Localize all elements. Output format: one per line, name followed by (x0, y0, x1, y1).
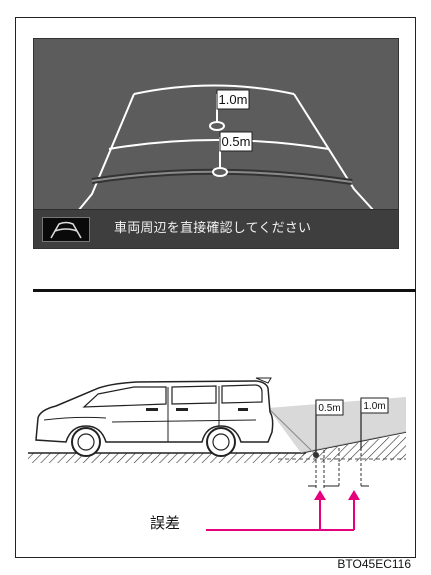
guide-line-far (133, 84, 295, 95)
guide-line-middle (108, 139, 330, 150)
near-marker-flag (219, 131, 253, 152)
error-arrows (206, 490, 360, 531)
parking-guide-lines-icon[interactable] (42, 217, 90, 242)
figure-code: BTO45EC116 (337, 557, 411, 571)
slope-hatch (301, 434, 406, 463)
far-marker-base (209, 121, 225, 131)
right-guide-line (293, 93, 375, 212)
left-guide-line (77, 93, 135, 212)
flag-near (315, 399, 344, 416)
minivan-side-view-icon (35, 377, 274, 457)
check-surroundings-warning: 車両周辺を直接確認してください (114, 221, 312, 236)
side-view-diagram: 0.5m 1.0m (16, 360, 416, 550)
far-marker-label: 1.0m (219, 92, 248, 107)
rear-camera-screen: 1.0m 0.5m 車両周辺を直接確認してください (33, 38, 399, 249)
flag-near-label: 0.5m (318, 403, 340, 414)
flag-far (360, 397, 389, 414)
error-label: 誤差 (150, 514, 181, 532)
far-marker-flag (216, 89, 250, 110)
near-marker-label: 0.5m (222, 134, 251, 149)
ground-hatch (28, 453, 306, 463)
near-marker-base (212, 167, 228, 177)
section-divider (33, 289, 416, 292)
camera-guide-lines: 1.0m 0.5m (34, 39, 398, 212)
camera-status-bar: 車両周辺を直接確認してください (34, 209, 398, 248)
flag-far-label: 1.0m (363, 401, 385, 412)
